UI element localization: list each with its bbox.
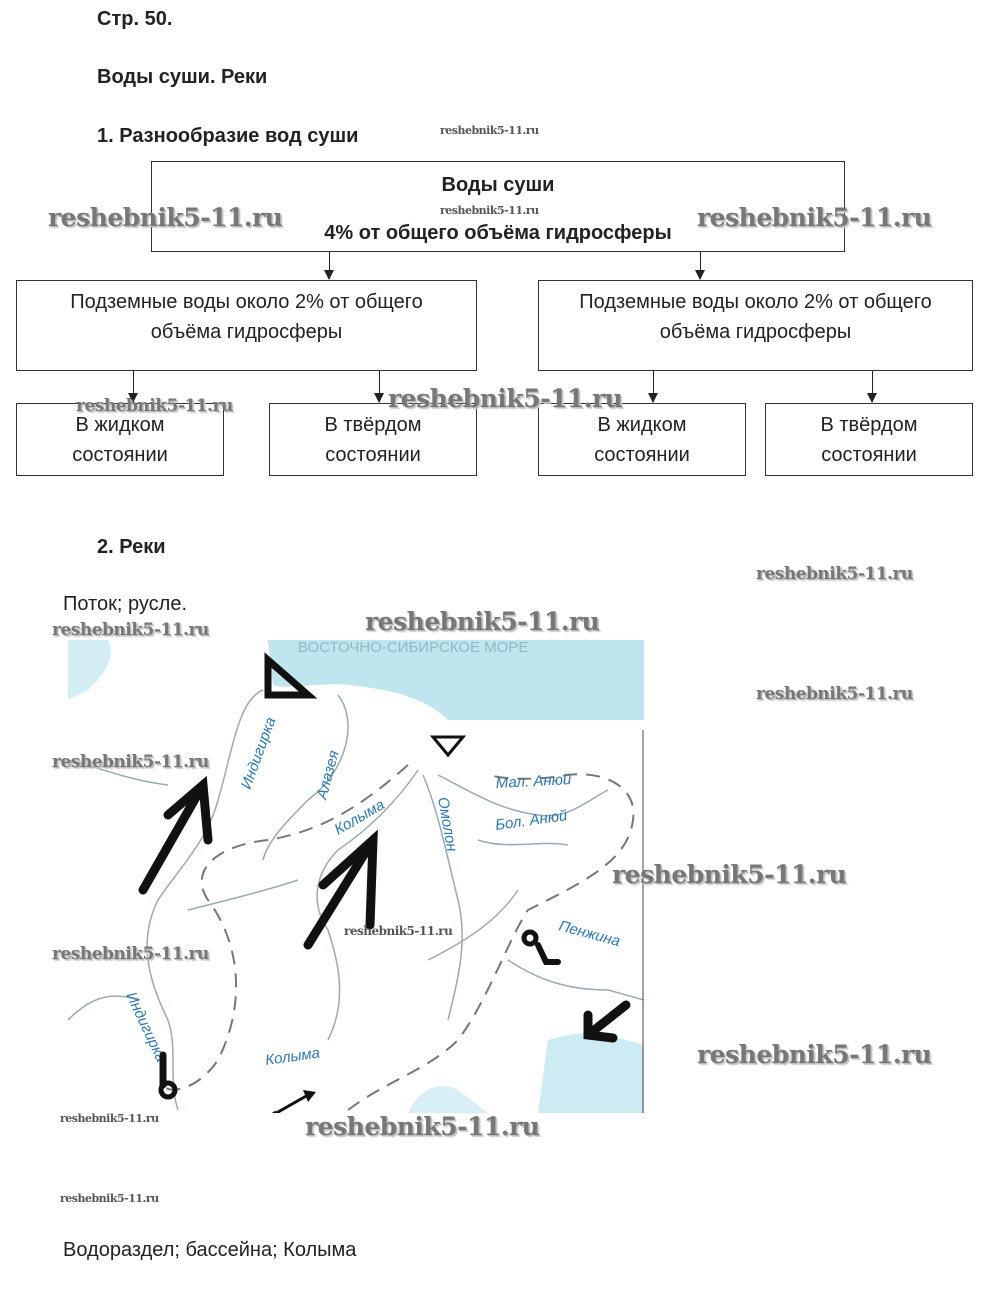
level3-box-3: В жидком состоянии [538,403,746,476]
watermark: reshebnik5-11.ru [697,203,932,232]
arrow-down-icon [324,252,334,280]
watermark: reshebnik5-11.ru [365,607,600,636]
watermark: reshebnik5-11.ru [756,564,913,584]
root-box-subtitle: 4% от общего объёма гидросферы [324,222,672,244]
bay-area [538,1032,644,1113]
root-box-water-of-land: Воды суши 4% от общего объёма гидросферы [151,161,845,252]
watermark: reshebnik5-11.ru [440,204,539,217]
sea-area [268,640,644,720]
watermark: reshebnik5-11.ru [344,924,453,938]
root-box-title: Воды суши [441,174,555,196]
watermark: reshebnik5-11.ru [305,1112,540,1141]
arrow-down-left-icon [583,1000,631,1043]
river-basin-map: ВОСТОЧНО-СИБИРСКОЕ МОРЕ Индигирка Алазея… [68,640,644,1113]
arrow-up-icon [138,775,213,895]
watermark: reshebnik5-11.ru [52,752,209,772]
level3-box-4: В твёрдом состоянии [765,403,973,476]
watermark: reshebnik5-11.ru [52,944,209,964]
watermark: reshebnik5-11.ru [60,1112,159,1125]
river-label: Мал. Анюй [495,771,572,792]
source-circle-icon [158,1080,178,1100]
triangle-mouth-icon [264,652,318,699]
topic-title: Воды суши. Реки [97,66,268,88]
water-area [68,640,111,700]
section2-title: 2. Реки [97,536,166,558]
source-circle-icon [521,929,539,947]
watermark: reshebnik5-11.ru [52,620,209,640]
arrow-up-icon [303,829,378,950]
watermark: reshebnik5-11.ru [60,1192,159,1205]
water-area [408,1086,488,1113]
watermark: reshebnik5-11.ru [388,384,623,413]
answer-1: Поток; русле. [63,593,188,615]
hand-drawn-marks [138,652,631,1100]
page-number: Стр. 50. [97,8,173,30]
answer-2: Водораздел; бассейна; Колыма [63,1239,357,1261]
arrow-down-icon [128,371,138,403]
level2-box-right: Подземные воды около 2% от общего объёма… [538,280,973,371]
watermark: reshebnik5-11.ru [697,1040,932,1069]
arrow-down-icon [374,371,384,403]
level3-box-1: В жидком состоянии [16,403,224,476]
watermark: reshebnik5-11.ru [440,124,539,137]
watermark: reshebnik5-11.ru [612,860,847,889]
level3-box-2: В твёрдом состоянии [269,403,477,476]
watermark: reshebnik5-11.ru [48,203,283,232]
arrow-down-icon [695,252,705,280]
rivers [68,689,644,1111]
watermark: reshebnik5-11.ru [76,396,233,416]
watershed-line [162,764,635,1111]
section1-title: 1. Разнообразие вод суши [97,125,359,147]
arrow-down-icon [867,371,877,403]
level2-box-left: Подземные воды около 2% от общего объёма… [16,280,477,371]
arrow-down-icon [648,371,658,403]
watermark: reshebnik5-11.ru [756,684,913,704]
sea-label: ВОСТОЧНО-СИБИРСКОЕ МОРЕ [298,640,528,656]
triangle-source-icon [429,735,467,758]
